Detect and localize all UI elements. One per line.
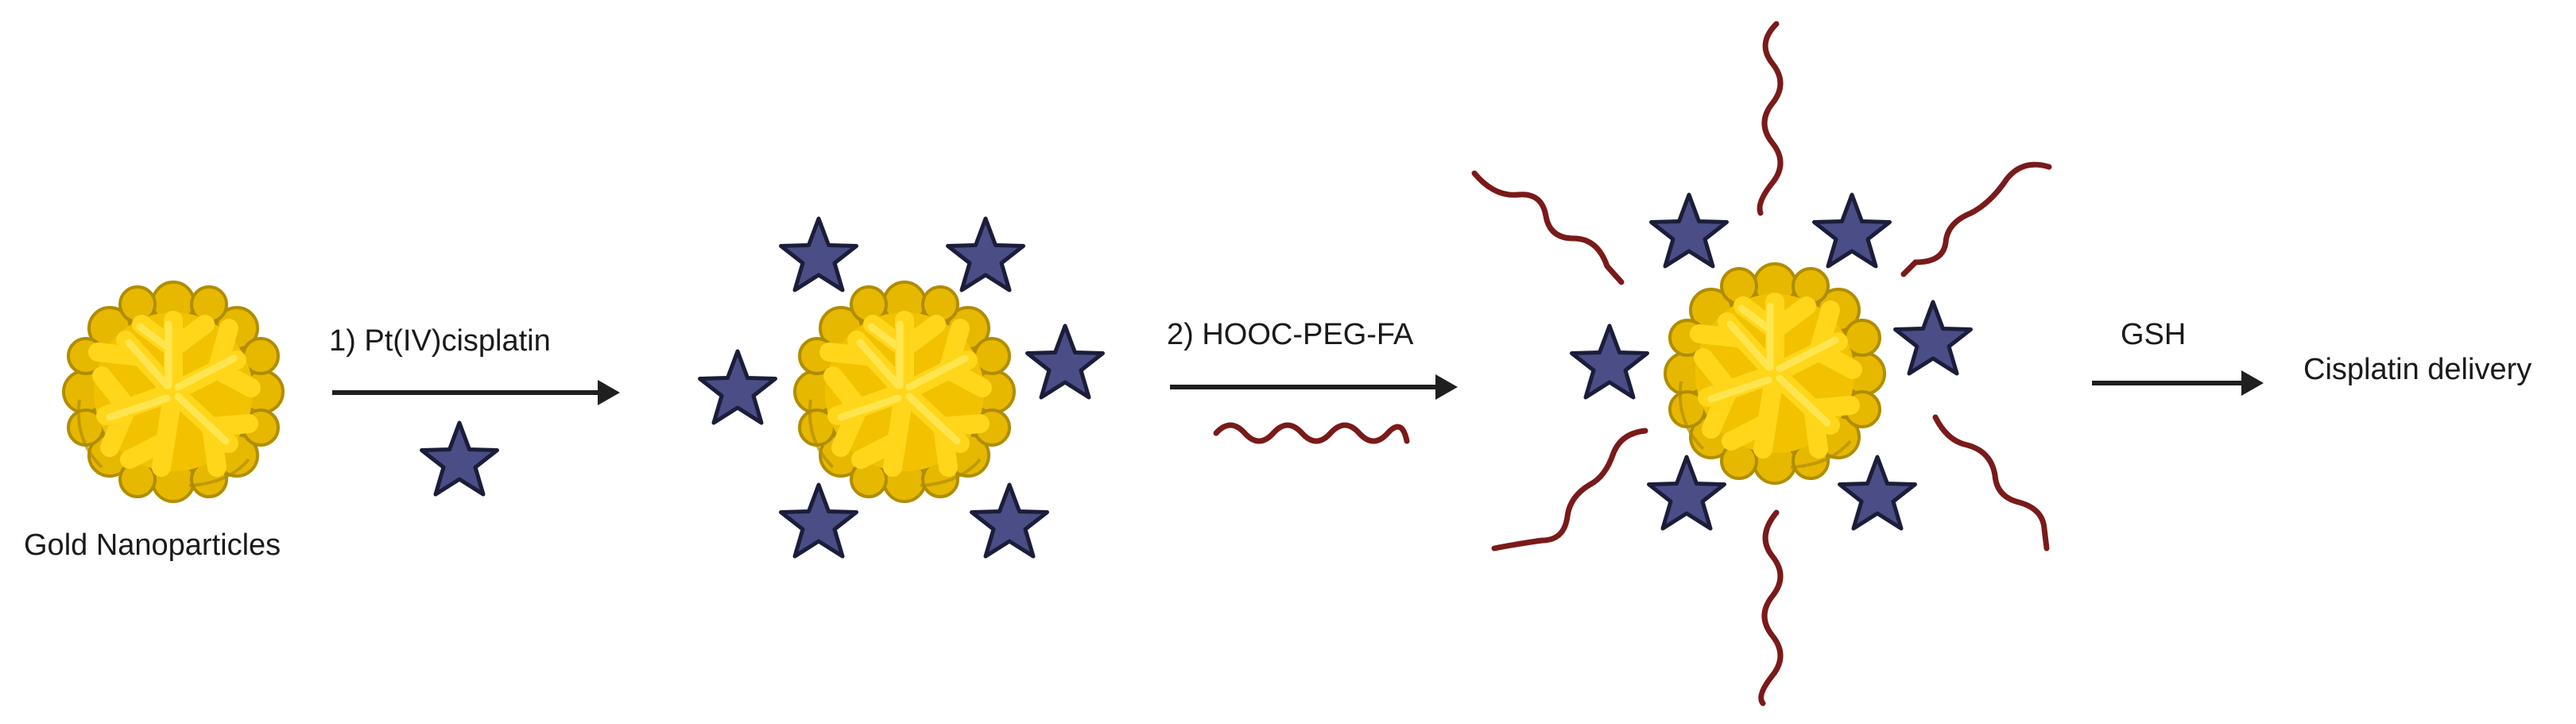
wavy-chain-icon bbox=[1213, 422, 1410, 444]
star-icon bbox=[700, 351, 776, 423]
gold-nanoparticle-icon bbox=[1665, 264, 1885, 483]
star-icon bbox=[1572, 326, 1648, 397]
star-icon bbox=[1652, 195, 1727, 266]
star-icon bbox=[1815, 195, 1890, 266]
step1-reagent-label: 1) Pt(IV)cisplatin bbox=[329, 324, 551, 358]
gold-nanoparticle-icon bbox=[795, 282, 1014, 501]
arrow-right-icon bbox=[1170, 374, 1458, 400]
gold-nanoparticle-icon bbox=[64, 282, 283, 501]
cisplatin-delivery-label: Cisplatin delivery bbox=[2303, 353, 2532, 386]
star-icon bbox=[972, 485, 1048, 556]
wavy-chain-icon bbox=[1471, 21, 2052, 707]
arrow-right-icon bbox=[332, 380, 620, 405]
gsh-label: GSH bbox=[2121, 318, 2187, 351]
star-icon bbox=[781, 485, 857, 556]
star-icon bbox=[1028, 326, 1103, 397]
star-icon bbox=[1649, 457, 1725, 528]
star-icon bbox=[948, 219, 1024, 290]
star-icon bbox=[781, 219, 857, 290]
gold-nanoparticles-label: Gold Nanoparticles bbox=[24, 528, 281, 562]
star-icon bbox=[1896, 302, 1971, 374]
star-icon bbox=[1840, 457, 1916, 528]
step2-reagent-label: 2) HOOC-PEG-FA bbox=[1167, 318, 1414, 351]
arrow-right-icon bbox=[2092, 370, 2264, 396]
star-icon bbox=[422, 423, 498, 494]
